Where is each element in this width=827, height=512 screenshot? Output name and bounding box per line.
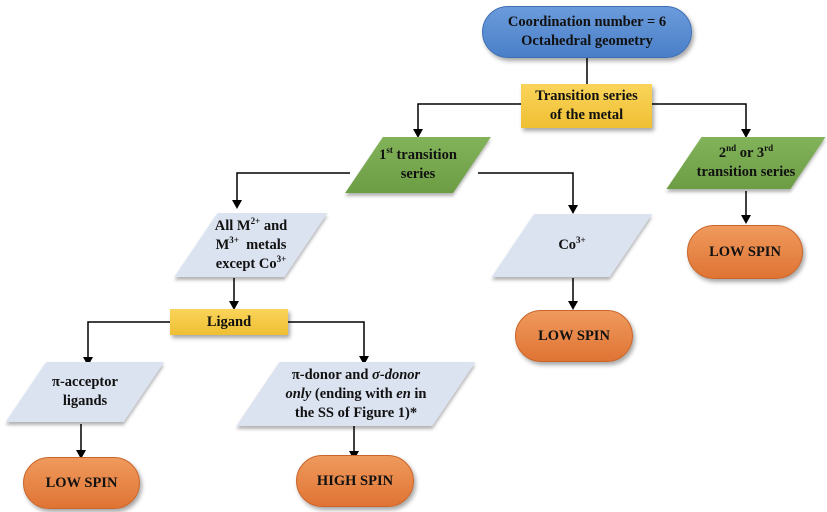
process-transition-series: Transition series of the metal <box>521 84 652 128</box>
pi-acceptor-line1: π-acceptor <box>52 374 118 390</box>
co3-sup: 3+ <box>576 235 586 246</box>
result-label: HIGH SPIN <box>316 472 394 489</box>
arrowhead <box>413 129 423 138</box>
pi-donor-l2i2: en <box>396 385 411 402</box>
pi-donor-label: π-donor and σ-donor only (ending with en… <box>258 362 454 426</box>
pi-donor-l2a: (ending with <box>311 385 397 402</box>
all-metals-l3a: except Co <box>215 255 277 272</box>
decision-first-transition-series: 1st transition series <box>345 137 491 193</box>
arrowhead <box>568 205 578 214</box>
arrowhead <box>229 301 239 310</box>
first-series-line2: series <box>400 166 436 182</box>
first-series-rest: transition <box>392 147 457 163</box>
second-num: 2 <box>718 145 727 161</box>
pi-donor-l1a: π-donor and <box>291 366 373 383</box>
ligand-label: Ligand <box>206 313 252 330</box>
or-third: or 3 <box>736 145 765 161</box>
edge-first-to-co3 <box>478 172 574 207</box>
all-metals-l1b: and <box>260 217 288 234</box>
result-low-spin-pi-acceptor: LOW SPIN <box>23 457 140 509</box>
arrowhead <box>76 450 86 459</box>
edge-ligand-to-piacceptor <box>87 321 170 359</box>
decision-pi-acceptor-ligands: π-acceptor ligands <box>5 362 165 422</box>
all-metals-l1a: All M <box>214 217 251 234</box>
second-sup: nd <box>726 143 737 154</box>
first-series-label: 1st transition series <box>364 137 472 193</box>
all-metals-l1sup: 2+ <box>250 215 261 226</box>
result-label: LOW SPIN <box>45 474 118 491</box>
decision-second-third-transition-series: 2nd or 3rd transition series <box>666 137 826 189</box>
arrowhead <box>83 357 93 366</box>
arrowhead <box>568 301 578 310</box>
co3-text: Co <box>558 237 577 253</box>
pi-donor-l2i: only <box>285 385 312 402</box>
transition-line2: of the metal <box>549 107 624 123</box>
result-label: LOW SPIN <box>709 243 781 260</box>
result-label: LOW SPIN <box>538 327 610 344</box>
all-metals-l3sup: 3+ <box>276 253 287 264</box>
edge-transition-to-first <box>417 103 522 131</box>
start-node-line2: Octahedral geometry <box>521 33 653 49</box>
pi-donor-l2b: in <box>410 385 427 402</box>
edge-transition-to-second <box>652 103 747 131</box>
second-third-label: 2nd or 3rd transition series <box>684 137 808 189</box>
process-ligand: Ligand <box>170 309 288 335</box>
result-high-spin-pi-donor: HIGH SPIN <box>296 455 414 507</box>
co3-label: Co3+ <box>513 214 631 277</box>
arrowhead <box>741 215 751 224</box>
edge-ligand-to-pidonor <box>288 321 365 358</box>
start-node-line1: Coordination number = 6 <box>507 14 667 30</box>
transition-line1: Transition series <box>535 88 638 104</box>
third-sup: rd <box>764 143 774 154</box>
start-node-coordination: Coordination number = 6 Octahedral geome… <box>482 6 692 58</box>
decision-co3: Co3+ <box>491 214 653 277</box>
pi-donor-l1i: σ-donor <box>372 366 421 383</box>
arrowhead <box>359 356 369 365</box>
pi-donor-l3: the SS of Figure 1)* <box>294 404 418 421</box>
pi-acceptor-label: π-acceptor ligands <box>26 362 144 422</box>
pi-acceptor-line2: ligands <box>62 393 108 409</box>
all-metals-l2a: M <box>215 236 230 253</box>
all-metals-l2b: metals <box>238 236 287 253</box>
arrowhead <box>232 200 242 209</box>
first-series-num: 1 <box>379 147 387 163</box>
decision-all-metals-except-co3: All M2+ and M3+ metals except Co3+ <box>174 213 328 277</box>
second-third-line2: transition series <box>696 164 796 180</box>
edge-first-to-allmetals <box>236 172 350 202</box>
first-series-sup: st <box>386 145 393 156</box>
arrowhead <box>741 129 751 138</box>
all-metals-l2sup: 3+ <box>229 234 239 245</box>
result-low-spin-co3: LOW SPIN <box>515 310 633 362</box>
decision-pi-donor-sigma-donor: π-donor and σ-donor only (ending with en… <box>236 362 476 426</box>
all-metals-label: All M2+ and M3+ metals except Co3+ <box>196 213 306 277</box>
result-low-spin-second-third: LOW SPIN <box>687 225 803 279</box>
